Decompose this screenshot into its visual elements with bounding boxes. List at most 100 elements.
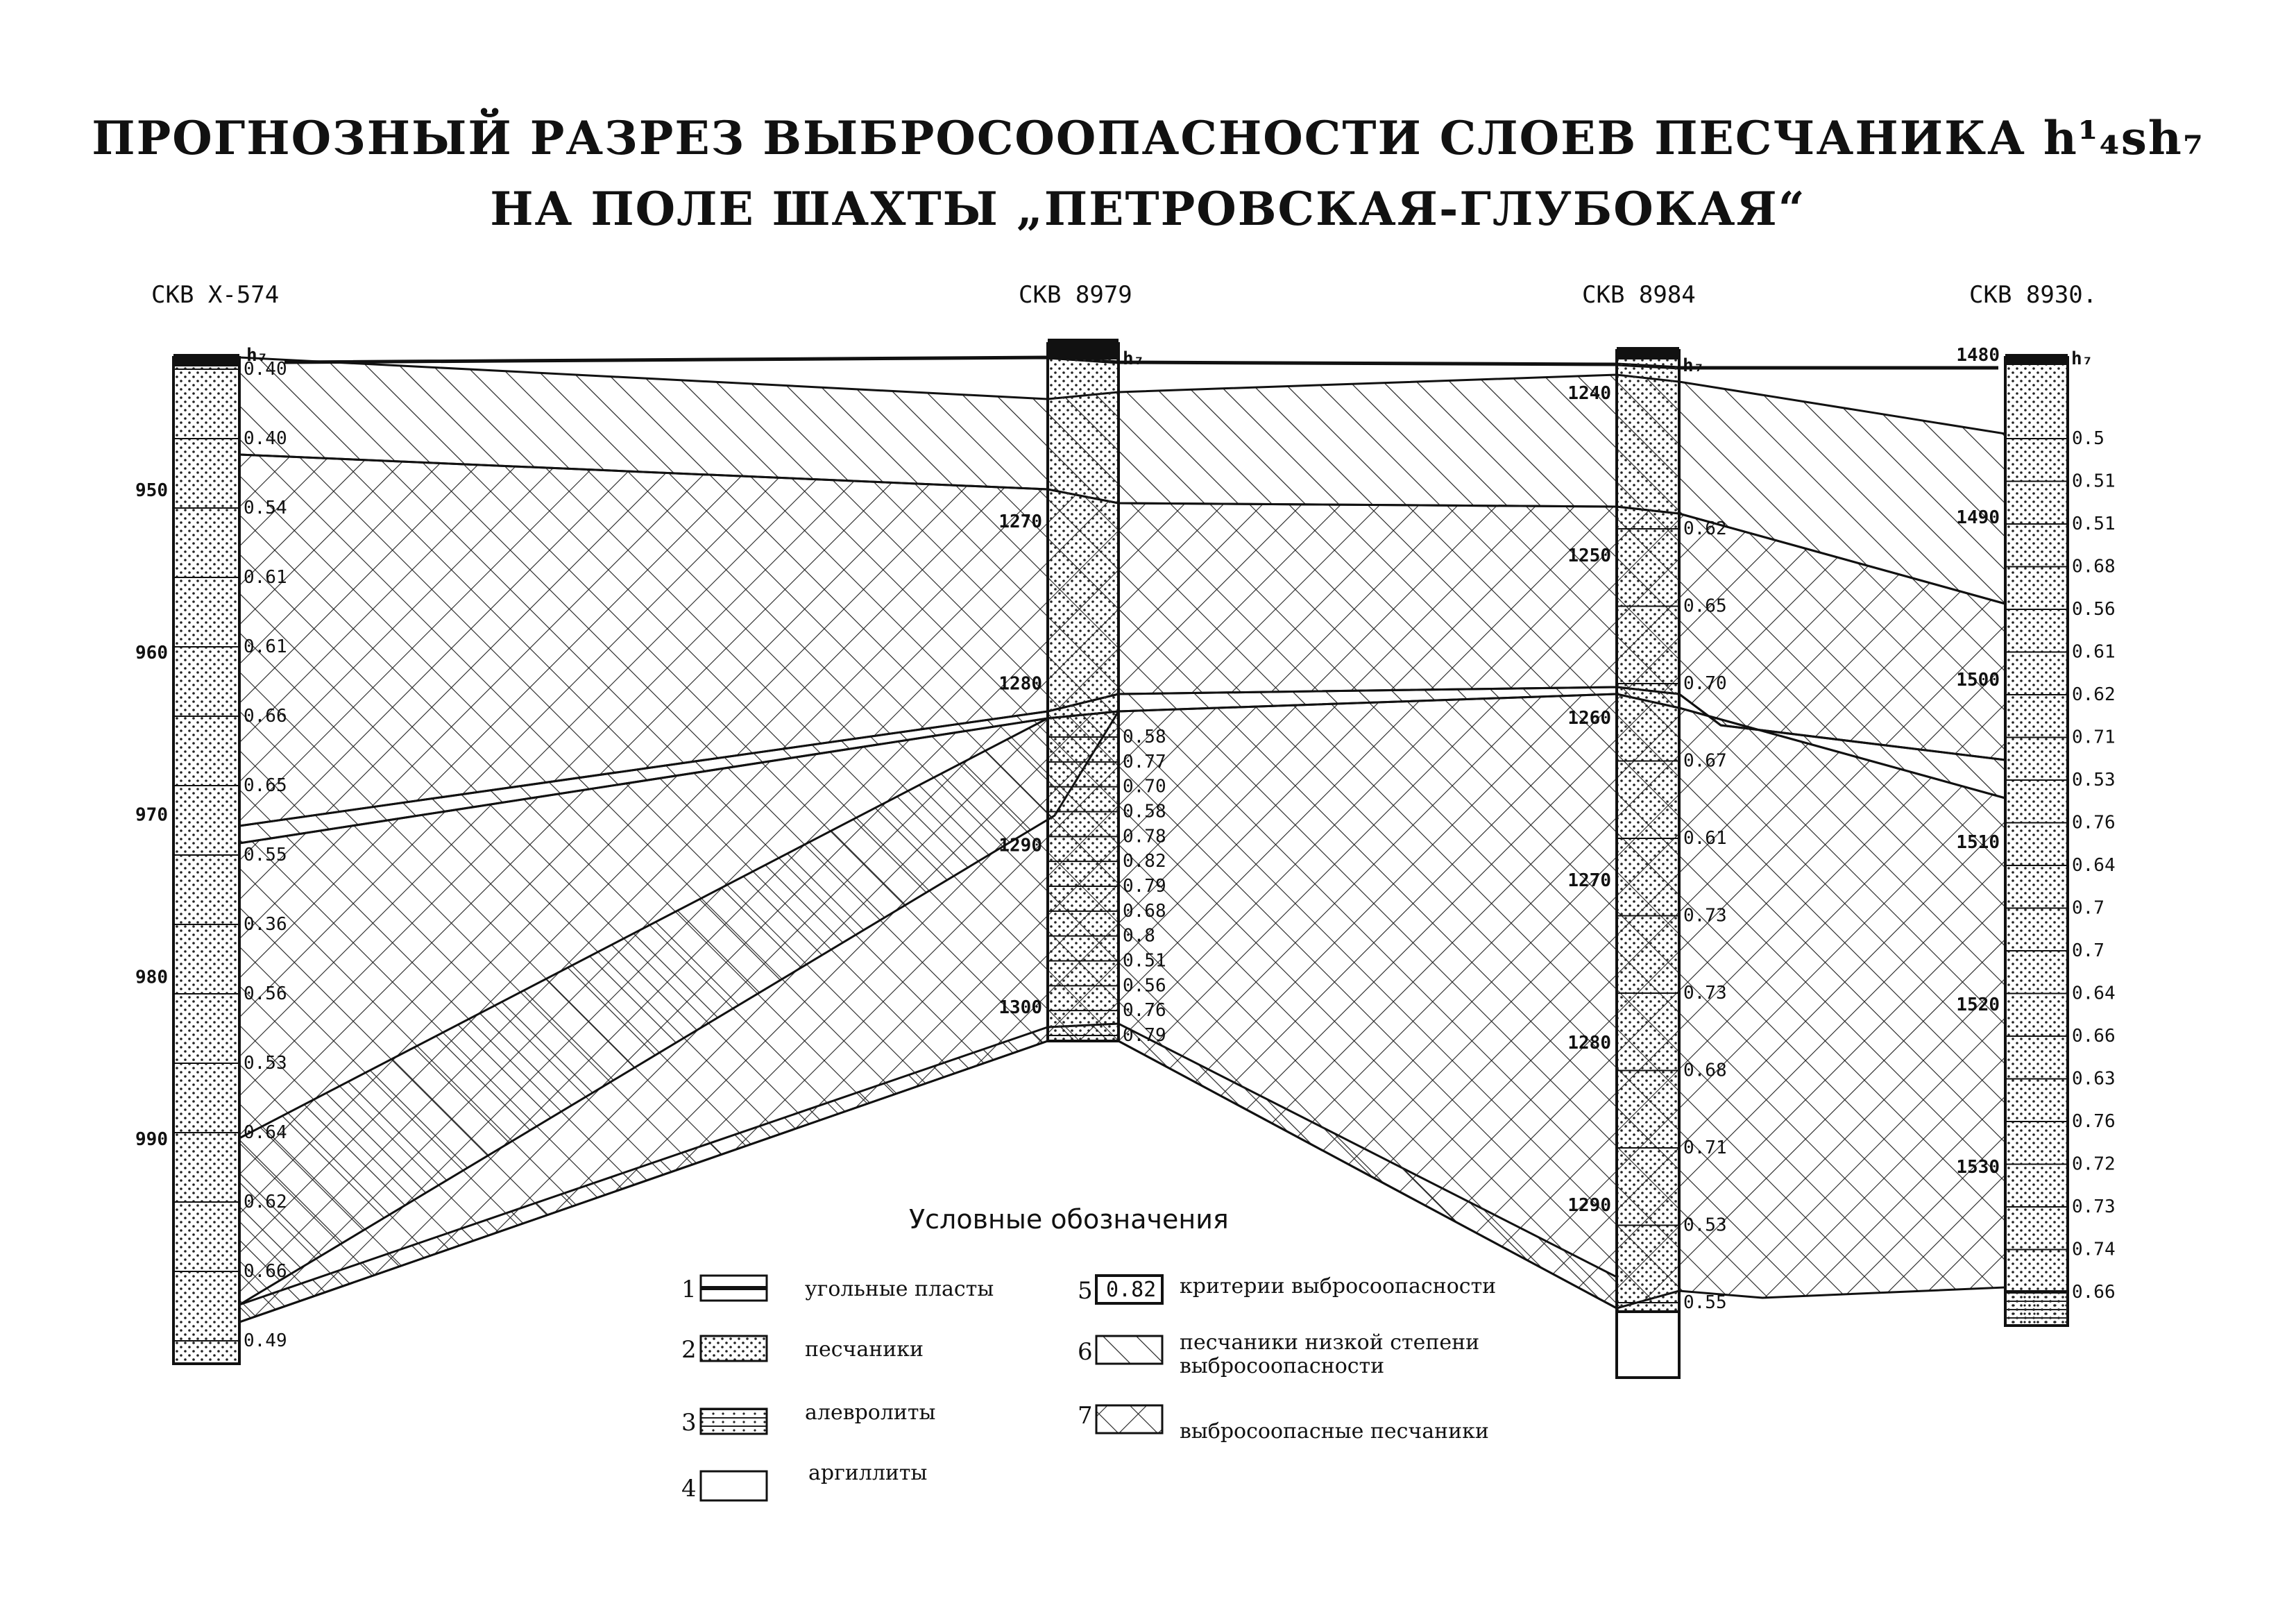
criteria-labels: 0.400.400.540.610.610.660.650.550.360.56… [244, 359, 2116, 1351]
criterion-label: 0.66 [2072, 1282, 2116, 1303]
column-divisions [173, 369, 2068, 1342]
criterion-label: 0.76 [1123, 1000, 1166, 1021]
criterion-label: 0.78 [1123, 826, 1166, 847]
diagram-title-line-2: НА ПОЛЕ ШАХТЫ „ПЕТРОВСКАЯ-ГЛУБОКАЯ“ [490, 182, 1806, 236]
legend-text-siltstone: алевролиты [805, 1401, 936, 1425]
criterion-label: 0.51 [2072, 514, 2116, 534]
criterion-label: 0.54 [244, 498, 287, 518]
criterion-label: 0.66 [244, 706, 287, 727]
criterion-label: 0.55 [1683, 1292, 1727, 1313]
criterion-label: 0.55 [244, 845, 287, 865]
legend-text-coal: угольные пласты [805, 1277, 994, 1301]
depth-label: 970 [135, 805, 168, 826]
criterion-label: 0.73 [1683, 983, 1727, 1004]
seam-label-2: h₇ [1123, 348, 1144, 369]
criterion-label: 0.62 [244, 1192, 287, 1212]
legend-num-4: 4 [681, 1475, 697, 1503]
legend-num-7: 7 [1078, 1402, 1093, 1430]
criterion-label: 0.7 [2072, 898, 2104, 919]
borehole-column-1 [172, 354, 241, 1365]
depth-label: 1480 [1956, 345, 2000, 366]
depth-label: 1250 [1567, 545, 1611, 566]
legend-swatches [699, 1274, 1164, 1502]
criterion-label: 0.64 [2072, 983, 2116, 1004]
legend-text-sandstone: песчаники [805, 1337, 924, 1362]
depth-label: 1240 [1567, 383, 1611, 404]
depth-label: 1520 [1956, 995, 2000, 1015]
seam-label-1: h₇ [246, 345, 268, 366]
criterion-label: 0.76 [2072, 1111, 2116, 1132]
criterion-label: 0.79 [1123, 1025, 1166, 1046]
depth-label: 1290 [998, 836, 1042, 856]
criterion-label: 0.53 [2072, 770, 2116, 790]
criterion-label: 0.70 [1683, 673, 1727, 694]
criterion-label: 0.61 [2072, 642, 2116, 663]
criterion-label: 0.51 [1123, 951, 1166, 972]
criterion-label: 0.64 [2072, 855, 2116, 876]
legend-text-low-risk: песчаники низкой степени выбросоопасност… [1180, 1330, 1480, 1378]
criterion-label: 0.61 [244, 567, 287, 588]
criterion-label: 0.73 [1683, 906, 1727, 927]
coal-seam-h7 [284, 355, 1998, 370]
depth-label: 1300 [998, 997, 1042, 1018]
criterion-label: 0.53 [1683, 1215, 1727, 1236]
criterion-label: 0.56 [244, 983, 287, 1004]
criterion-label: 0.68 [1683, 1060, 1727, 1081]
criterion-label: 0.71 [2072, 727, 2116, 748]
legend-num-2: 2 [681, 1336, 697, 1364]
borehole-column-2 [1046, 339, 1120, 1042]
depth-label: 1270 [1567, 870, 1611, 891]
criterion-label: 0.76 [2072, 813, 2116, 834]
depth-label: 950 [135, 480, 168, 501]
depth-label: 1270 [998, 511, 1042, 532]
legend-text-criteria: критерии выбросоопасности [1180, 1274, 1497, 1298]
criterion-label: 0.56 [2072, 599, 2116, 620]
borehole-name-2: СКВ 8979 [1019, 281, 1132, 309]
legend-num-5: 5 [1078, 1277, 1093, 1305]
criterion-label: 0.65 [1683, 596, 1727, 617]
borehole-name-1: СКВ Х-574 [151, 281, 280, 309]
criterion-label: 0.70 [1123, 777, 1166, 797]
criterion-label: 0.56 [1123, 975, 1166, 996]
criterion-label: 0.40 [244, 428, 287, 449]
depth-label: 960 [135, 643, 168, 663]
depth-labels: 9509609709809901270128012901300124012501… [135, 345, 2000, 1216]
borehole-name-3: СКВ 8984 [1582, 281, 1696, 309]
criterion-label: 0.73 [2072, 1196, 2116, 1217]
criterion-label: 0.62 [2072, 684, 2116, 705]
criterion-label: 0.5 [2072, 428, 2104, 449]
diagram-title-line-1: ПРОГНОЗНЫЙ РАЗРЕЗ ВЫБРОСООПАСНОСТИ СЛОЕВ… [92, 111, 2204, 165]
seam-label-4: h₇ [2071, 348, 2093, 369]
depth-label: 980 [135, 967, 168, 988]
criterion-label: 0.36 [244, 914, 287, 935]
depth-label: 1280 [998, 673, 1042, 694]
criterion-label: 0.62 [1683, 518, 1727, 539]
criterion-label: 0.58 [1123, 802, 1166, 822]
criterion-label: 0.49 [244, 1330, 287, 1351]
legend-num-3: 3 [681, 1409, 697, 1437]
criterion-label: 0.77 [1123, 752, 1166, 772]
criterion-label: 0.72 [2072, 1154, 2116, 1175]
legend-text-argillite: аргиллиты [808, 1461, 928, 1485]
criterion-label: 0.66 [244, 1261, 287, 1282]
criterion-label: 0.71 [1683, 1137, 1727, 1158]
criterion-label: 0.79 [1123, 876, 1166, 897]
borehole-column-3 [1615, 347, 1681, 1379]
depth-label: 1490 [1956, 507, 2000, 528]
depth-label: 1290 [1567, 1195, 1611, 1216]
criterion-label: 0.68 [2072, 557, 2116, 577]
criterion-label: 0.67 [1683, 751, 1727, 772]
legend-num-1: 1 [681, 1276, 697, 1303]
criterion-label: 0.53 [244, 1053, 287, 1074]
criterion-label: 0.58 [1123, 727, 1166, 747]
criterion-label: 0.63 [2072, 1069, 2116, 1090]
criterion-label: 0.68 [1123, 901, 1166, 922]
depth-label: 1280 [1567, 1033, 1611, 1054]
criterion-label: 0.61 [1683, 828, 1727, 849]
depth-label: 1500 [1956, 670, 2000, 691]
criterion-label: 0.7 [2072, 940, 2104, 961]
criterion-label: 0.8 [1123, 926, 1155, 947]
borehole-name-4: СКВ 8930. [1969, 281, 2098, 309]
